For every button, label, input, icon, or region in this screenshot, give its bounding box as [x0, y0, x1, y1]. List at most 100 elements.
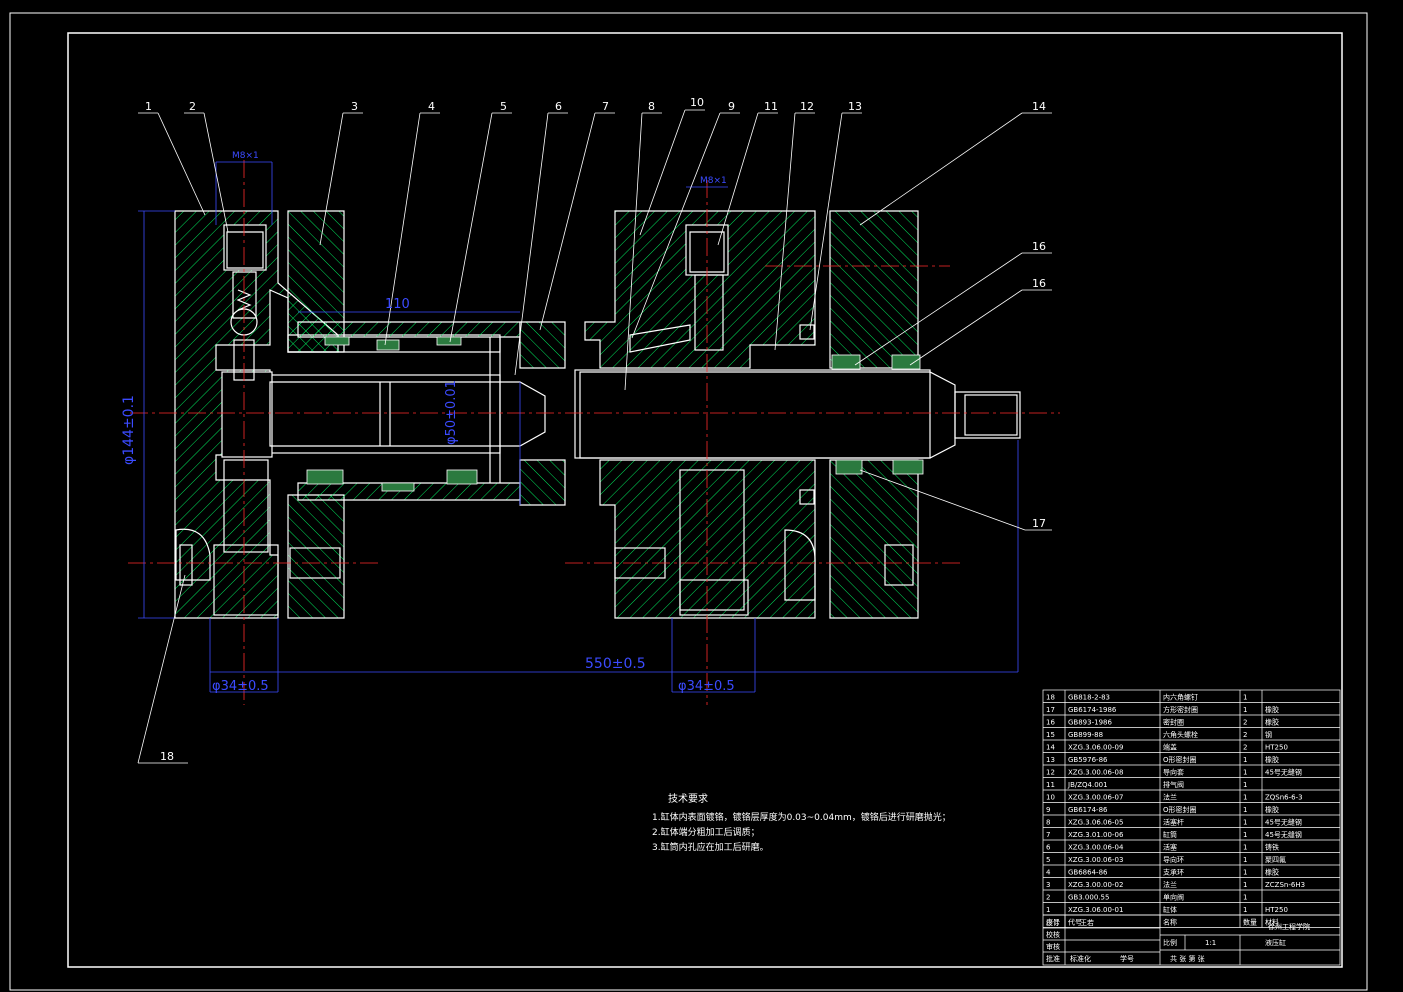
bom-cell-mat: 橡胶: [1265, 705, 1279, 714]
bom-cell-name: 单向阀: [1163, 893, 1184, 902]
bom-cell-name: 端盖: [1163, 743, 1177, 752]
bom-cell-no: 1: [1046, 906, 1050, 914]
tech-line: 3.缸筒内孔应在加工后研磨。: [652, 841, 769, 853]
tb-approve: 批准: [1046, 954, 1060, 963]
bom-cell-name: 导向环: [1163, 855, 1184, 864]
bom-cell-no: 2: [1046, 894, 1050, 902]
bom-cell-mat: 聚四氟: [1265, 855, 1286, 864]
tb-scale-label: 比例: [1163, 938, 1177, 947]
tb-review: 审核: [1046, 942, 1060, 951]
part-label: 8: [648, 100, 655, 113]
cylinder-body-right: [574, 210, 1021, 619]
bom-cell-qty: 1: [1243, 869, 1247, 877]
bom-cell-mat: 橡胶: [1265, 868, 1279, 877]
bom-cell-name: 缸体: [1163, 905, 1177, 914]
part-label: 4: [428, 100, 435, 113]
bom-cell-name: 导向套: [1163, 768, 1184, 777]
part-label: 12: [800, 100, 814, 113]
bom-cell-code: GB818-2-83: [1068, 694, 1110, 702]
bom-cell-no: 11: [1046, 781, 1055, 789]
bom-cell-name: 六角头螺栓: [1163, 730, 1198, 739]
dim-port-left: φ34±0.5: [212, 679, 269, 694]
leader-lines: [137, 109, 1052, 764]
part-label: 11: [764, 100, 778, 113]
bom-cell-mat: 铸铁: [1265, 843, 1279, 852]
tb-scale-value: 1:1: [1205, 939, 1216, 947]
tb-sheet: 共 张 第 张: [1170, 954, 1205, 963]
bom-cell-mat: 橡胶: [1265, 718, 1279, 727]
bom-cell-code: JB/ZQ4.001: [1067, 781, 1108, 789]
bom-cell-code: 代号: [1068, 918, 1082, 927]
bom-cell-code: GB6174-1986: [1068, 706, 1117, 714]
bom-cell-name: O形密封圈: [1163, 755, 1197, 764]
bom-cell-code: GB893-1986: [1068, 719, 1112, 727]
part-label: 6: [555, 100, 562, 113]
part-label: 16: [1032, 240, 1046, 253]
bom-cell-no: 序号: [1046, 918, 1060, 927]
part-labels: 1 2 3 4 5 6 7 8 10 9 11 12 13 14 16 16 1…: [145, 96, 1046, 763]
bom-cell-no: 15: [1046, 731, 1055, 739]
bom-cell-code: XZG.3.00.06-07: [1068, 794, 1123, 802]
bom-cell-qty: 2: [1243, 744, 1247, 752]
bom-cell-mat: 45号无缝钢: [1265, 818, 1302, 827]
bom-cell-name: 密封圈: [1163, 718, 1184, 727]
dimension-labels: φ144±0.1 550±0.5 φ34±0.5 φ34±0.5 φ50±0.0…: [121, 151, 735, 694]
part-label: 18: [160, 750, 174, 763]
tb-school: 徐州工程学院: [1268, 922, 1310, 931]
bom-cell-code: XZG.3.01.00-06: [1068, 831, 1124, 839]
bom-cell-no: 12: [1046, 769, 1055, 777]
bom-cell-code: GB5976-86: [1068, 756, 1108, 764]
part-label: 5: [500, 100, 507, 113]
center-lines: [128, 160, 1060, 705]
bom-cell-code: GB6174-86: [1068, 806, 1108, 814]
bom-cell-qty: 1: [1243, 769, 1247, 777]
bom-cell-mat: 45号无缝钢: [1265, 830, 1302, 839]
part-label: 10: [690, 96, 704, 109]
bom-cell-qty: 1: [1243, 706, 1247, 714]
tech-line: 1.缸体内表面镀铬，镀铬层厚度为0.03~0.04mm，镀铬后进行研磨抛光；: [652, 811, 951, 823]
tech-title: 技术要求: [668, 792, 708, 805]
bom-cell-name: O形密封圈: [1163, 805, 1197, 814]
bom-cell-mat: ZCZSn-6H3: [1265, 881, 1305, 889]
bom-cell-no: 3: [1046, 881, 1050, 889]
bom-cell-name: 活塞: [1163, 843, 1177, 852]
bom-cell-mat: 45号无缝钢: [1265, 768, 1302, 777]
bom-cell-no: 13: [1046, 756, 1055, 764]
bom-cell-no: 8: [1046, 819, 1050, 827]
part-label: 2: [189, 100, 196, 113]
tb-drawing-name: 液压缸: [1265, 938, 1286, 947]
bom-cell-name: 排气阀: [1163, 780, 1184, 789]
bom-cell-mat: 橡胶: [1265, 755, 1279, 764]
bom-cell-qty: 1: [1243, 794, 1247, 802]
bom-cell-qty: 数量: [1243, 918, 1257, 927]
dimension-lines: [138, 161, 1019, 693]
part-label: 16: [1032, 277, 1046, 290]
tb-std: 标准化: [1070, 954, 1091, 963]
bom-cell-no: 5: [1046, 856, 1050, 864]
bom-cell-qty: 1: [1243, 831, 1247, 839]
bom-cell-mat: 橡胶: [1265, 805, 1279, 814]
bom-cell-name: 缸筒: [1163, 830, 1177, 839]
bom-cell-no: 10: [1046, 794, 1055, 802]
bom-cell-qty: 1: [1243, 806, 1247, 814]
bom-cell-name: 内六角螺钉: [1163, 693, 1198, 702]
bom-cell-qty: 1: [1243, 881, 1247, 889]
bom-cell-mat: HT250: [1265, 744, 1288, 752]
bom-cell-qty: 1: [1243, 856, 1247, 864]
bom-cell-no: 14: [1046, 744, 1055, 752]
bom-cell-code: XZG.3.00.06-04: [1068, 844, 1124, 852]
bom-cell-mat: 材料: [1265, 918, 1279, 927]
part-label: 3: [351, 100, 358, 113]
bom-cell-code: XZG.3.06.00-09: [1068, 744, 1123, 752]
bom-cell-qty: 1: [1243, 844, 1247, 852]
bom-cell-no: 4: [1046, 869, 1051, 877]
bom-cell-code: XZG.3.06.00-01: [1068, 906, 1123, 914]
tb-dept: 学号: [1120, 954, 1134, 963]
bom-cell-qty: 1: [1243, 894, 1247, 902]
cylinder-body-left: [174, 210, 566, 619]
bom-cell-no: 16: [1046, 719, 1055, 727]
bom-cell-code: GB3.000.55: [1068, 894, 1109, 902]
bom-cell-name: 活塞杆: [1163, 818, 1184, 827]
